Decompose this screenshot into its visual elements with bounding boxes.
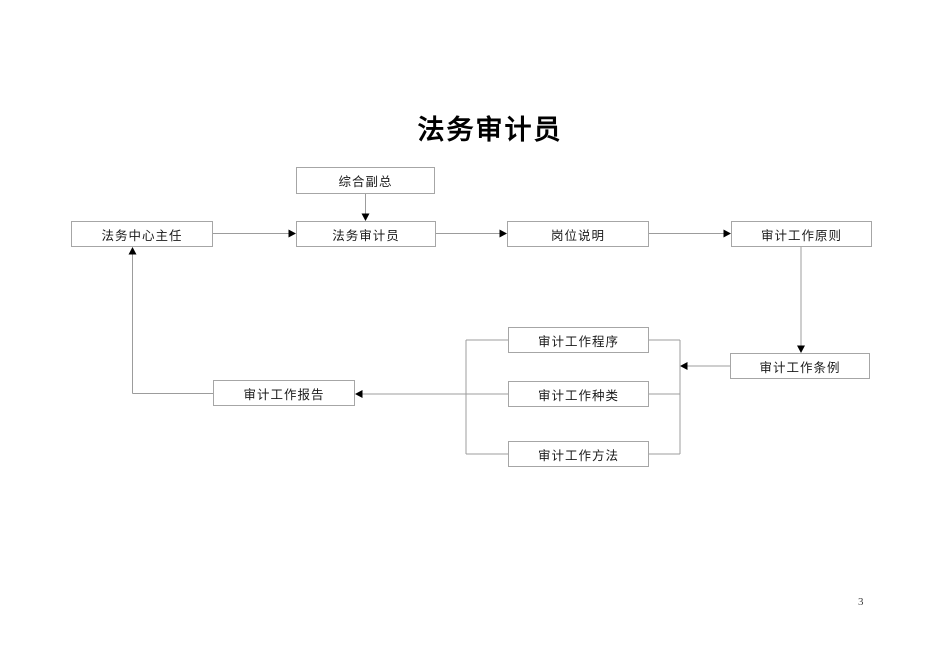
node-audit-work-methods: 审计工作方法 bbox=[508, 441, 649, 467]
page-number: 3 bbox=[858, 596, 864, 608]
edge-deputy-to-auditor bbox=[361, 194, 370, 221]
edge-director-to-auditor bbox=[213, 229, 296, 238]
node-label: 审计工作种类 bbox=[537, 388, 619, 403]
node-audit-work-principles: 审计工作原则 bbox=[731, 221, 872, 247]
node-label: 审计工作报告 bbox=[243, 387, 325, 402]
node-legal-center-director: 法务中心主任 bbox=[71, 221, 213, 247]
node-audit-work-procedures: 审计工作程序 bbox=[508, 327, 649, 353]
node-label: 综合副总 bbox=[338, 175, 393, 189]
node-label: 法务审计员 bbox=[332, 228, 400, 243]
edge-auditor-to-description bbox=[436, 229, 507, 238]
node-audit-work-types: 审计工作种类 bbox=[508, 381, 649, 407]
right-bracket bbox=[649, 339, 681, 455]
node-label: 审计工作方法 bbox=[537, 448, 619, 463]
page-title: 法务审计员 bbox=[417, 115, 563, 146]
node-legal-auditor: 法务审计员 bbox=[296, 221, 436, 247]
node-label: 审计工作程序 bbox=[537, 334, 619, 349]
node-audit-work-report: 审计工作报告 bbox=[213, 380, 355, 406]
edge-group-to-report bbox=[355, 390, 508, 398]
node-position-description: 岗位说明 bbox=[507, 221, 649, 247]
node-label: 法务中心主任 bbox=[101, 228, 183, 243]
node-label: 审计工作原则 bbox=[760, 228, 842, 243]
node-label: 审计工作条例 bbox=[759, 360, 841, 375]
edge-report-to-director bbox=[128, 247, 213, 394]
left-bracket bbox=[465, 339, 508, 455]
node-label: 岗位说明 bbox=[550, 228, 605, 243]
edge-description-to-principles bbox=[649, 229, 731, 238]
node-deputy-general-manager: 综合副总 bbox=[296, 167, 435, 194]
node-audit-work-regulations: 审计工作条例 bbox=[730, 353, 870, 379]
edge-principles-to-regulations bbox=[797, 247, 805, 353]
edge-regulations-to-group bbox=[680, 362, 730, 370]
